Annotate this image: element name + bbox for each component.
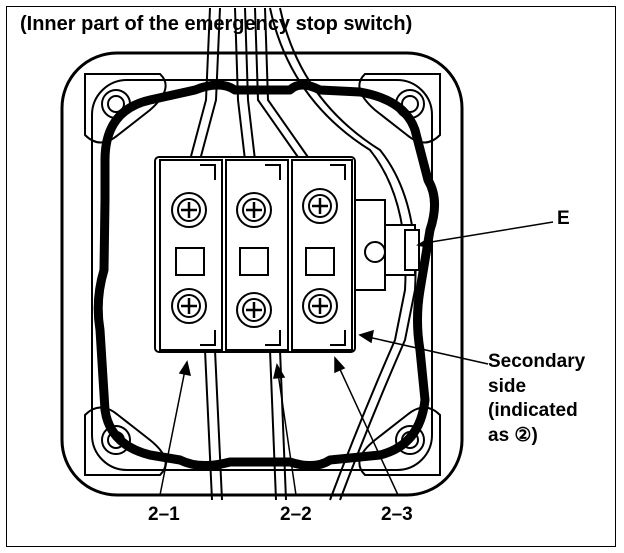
housing-outer [60,51,464,497]
wires-top [189,7,417,501]
secondary-label-line: Secondary [488,351,586,372]
secondary-label-line: as ②) [488,424,538,446]
secondary-label-line: side [488,375,527,397]
leader-lines [159,221,554,496]
wires-bottom [204,349,287,501]
terminal-tabs [175,164,346,346]
diagram-title: (Inner part of the emergency stop switch… [20,13,413,35]
terminal-label-2-1: 2–1 [148,504,180,525]
terminal-label-2-2: 2–2 [280,504,312,525]
housing-inner [91,79,433,471]
secondary-side-label: Secondary side (indicated as ②) [488,350,585,448]
earth-terminal-label: E [557,208,570,229]
terminal-label-2-3: 2–3 [381,504,413,525]
gasket [93,80,439,470]
secondary-label-line: (indicated [488,400,578,421]
terminal-screws [171,188,338,328]
screw-slots [181,198,328,318]
